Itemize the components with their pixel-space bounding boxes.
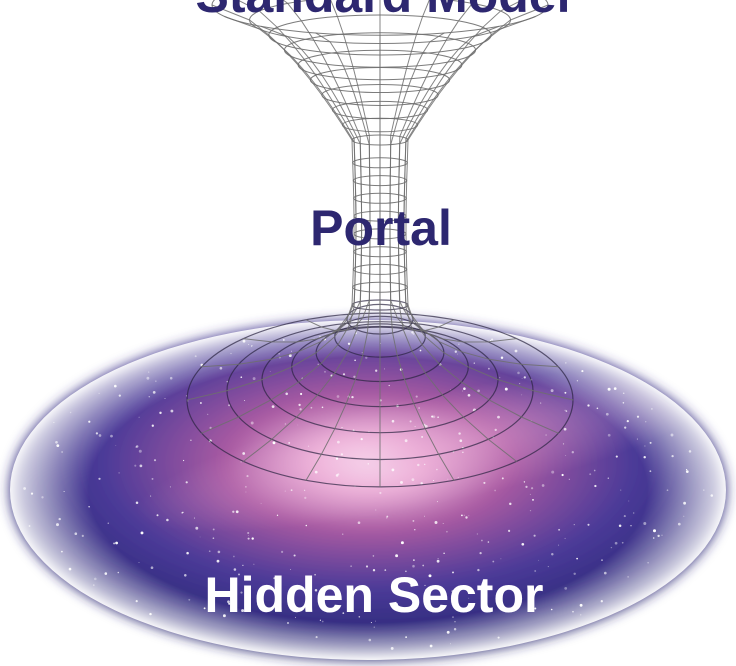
funnel-meridian [389, 0, 455, 332]
standard-model-label: Standard Model [195, 0, 570, 23]
funnel-meridian [397, 0, 517, 343]
portal-label: Portal [310, 200, 452, 256]
funnel-meridian [403, 0, 559, 368]
funnel-meridian [305, 0, 371, 332]
funnel-meridian [186, 4, 355, 401]
funnel-meridian [201, 0, 357, 368]
hidden-sector-label: Hidden Sector [205, 567, 544, 623]
portal-funnel-wireframe [186, 0, 574, 488]
hidden-sector-galaxy [10, 320, 726, 660]
funnel-meridian [405, 4, 574, 401]
